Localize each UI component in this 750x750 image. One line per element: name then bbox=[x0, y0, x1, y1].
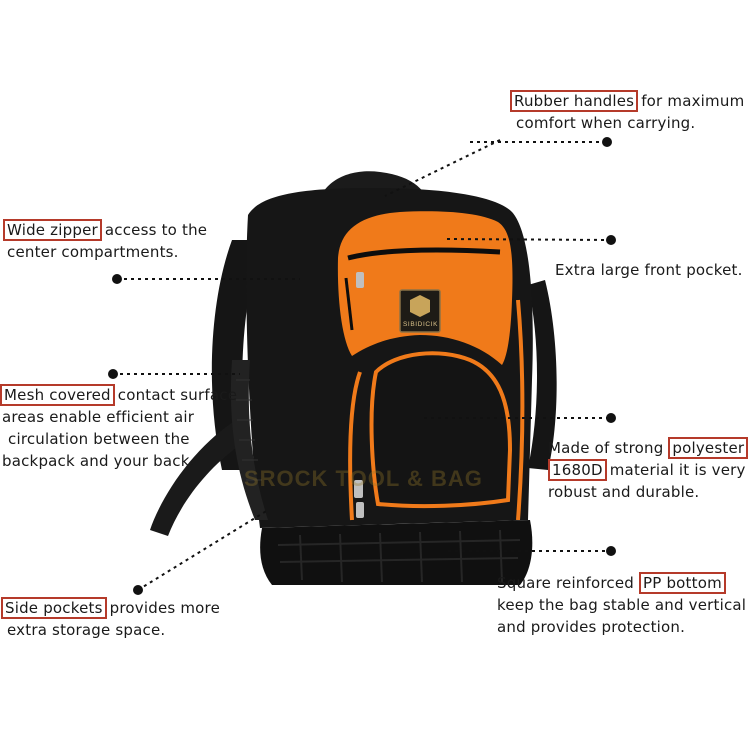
rubber-handle bbox=[316, 171, 430, 216]
callout-dot bbox=[606, 413, 616, 423]
highlight-rubber-handles: Rubber handles bbox=[510, 90, 639, 112]
callout-dot bbox=[108, 369, 118, 379]
highlight-mesh-covered: Mesh covered bbox=[0, 384, 115, 406]
callout-front-pocket: Extra large front pocket. bbox=[555, 261, 743, 279]
highlight-side-pockets: Side pockets bbox=[1, 597, 107, 619]
callout-dot bbox=[112, 274, 122, 284]
right-shoulder-strap bbox=[528, 280, 557, 470]
highlight-1680d: 1680D bbox=[548, 459, 607, 481]
callout-pp-bottom: Square reinforced PP bottom keep the bag… bbox=[497, 572, 747, 636]
callout-dot bbox=[606, 546, 616, 556]
hanging-strap bbox=[150, 420, 240, 536]
highlight-pp-bottom: PP bottom bbox=[638, 572, 726, 594]
brand-patch-label: SIBIDICIK bbox=[403, 321, 439, 328]
callout-dot bbox=[602, 137, 612, 147]
pp-bottom bbox=[260, 520, 533, 585]
front-lower-pocket bbox=[369, 351, 513, 509]
highlight-polyester: polyester bbox=[668, 437, 749, 459]
callout-dot bbox=[133, 585, 143, 595]
left-shoulder-strap bbox=[211, 240, 262, 470]
highlight-wide-zipper: Wide zipper bbox=[3, 219, 102, 241]
watermark-text: SROCK TOOL & BAG bbox=[244, 466, 483, 491]
brand-logo-mark bbox=[410, 295, 430, 317]
callout-dot bbox=[606, 235, 616, 245]
